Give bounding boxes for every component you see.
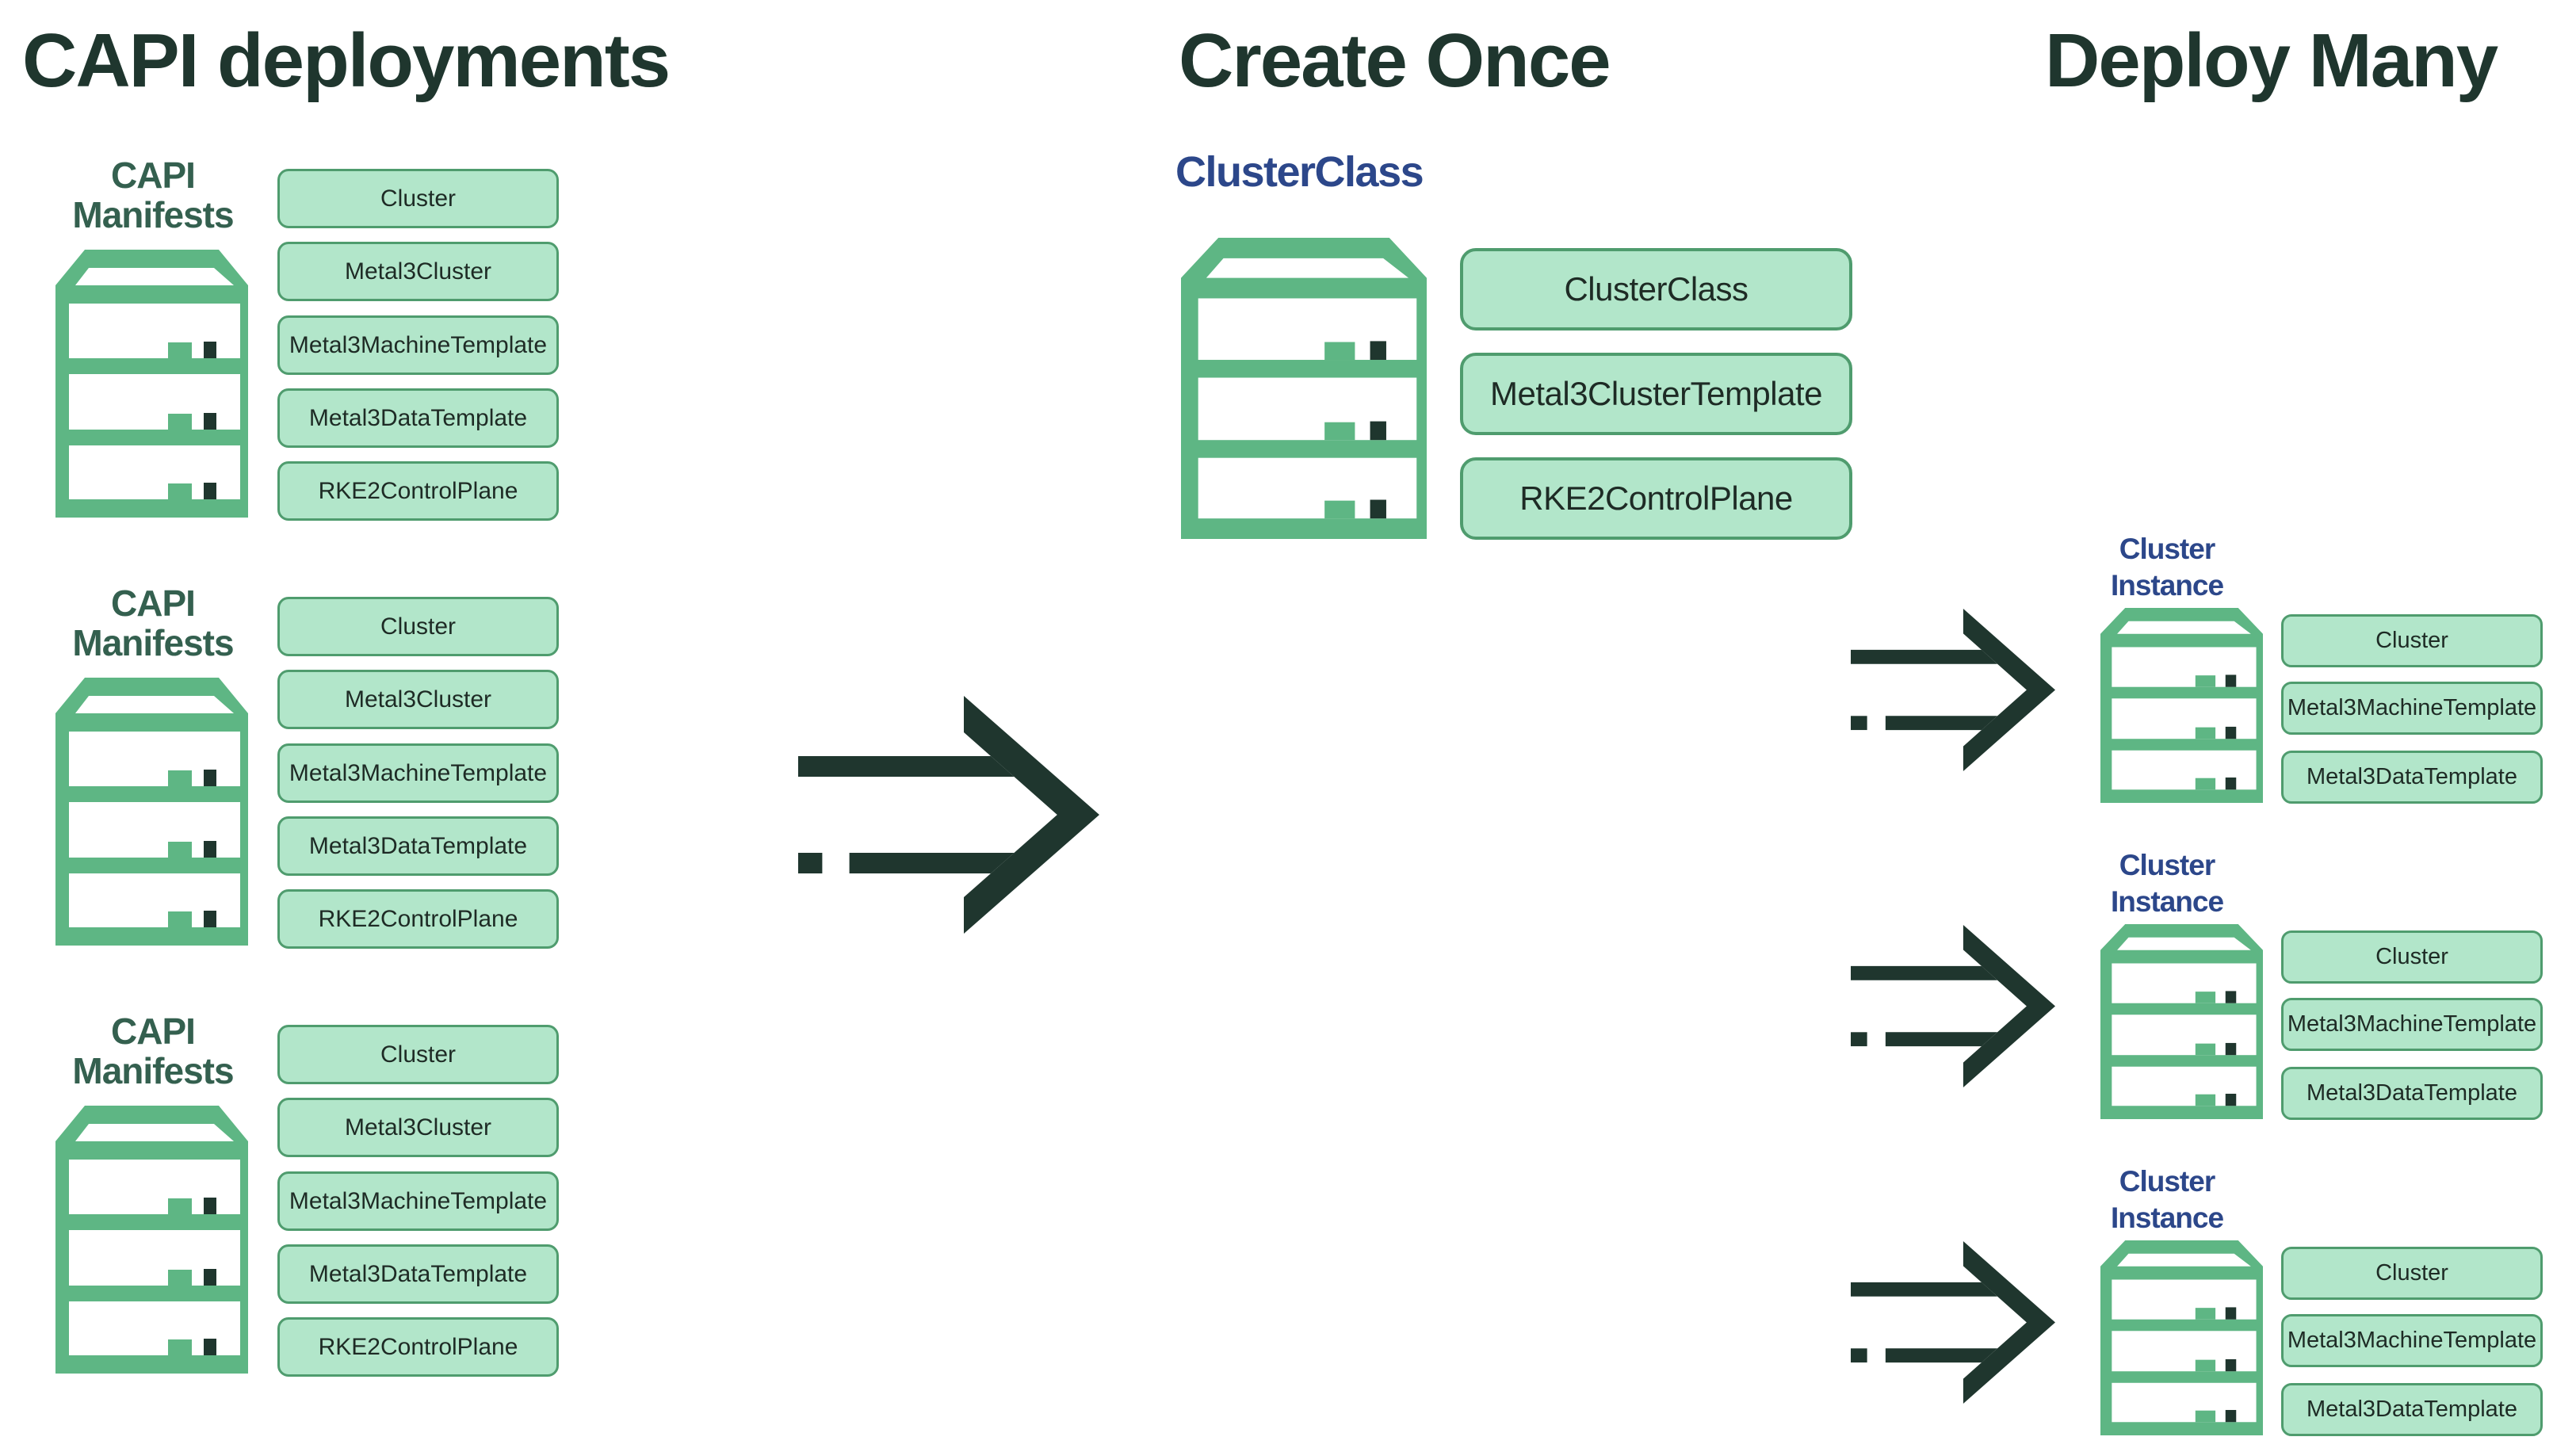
capi-manifests-label-line2: Manifests [72,622,234,663]
cluster-instance-label-line1: Cluster [2119,849,2215,881]
server-rack-icon [55,250,248,518]
server-rack-icon [2100,1240,2263,1435]
capi-manifests-label: CAPI Manifests [32,1011,274,1091]
resource-pill: Metal3DataTemplate [2281,1383,2543,1436]
resource-pill: Metal3Cluster [277,1098,559,1157]
server-rack-icon [2100,608,2263,803]
resource-pill: RKE2ControlPlane [1460,457,1852,540]
left-column-title: CAPI deployments [22,18,671,103]
resource-pill: Metal3MachineTemplate [277,1171,559,1231]
capi-manifests-label: CAPI Manifests [32,583,274,663]
resource-pill: ClusterClass [1460,248,1852,331]
capi-manifests-label-line1: CAPI [111,583,196,624]
resource-pill: Metal3ClusterTemplate [1460,353,1852,435]
resource-pill: RKE2ControlPlane [277,889,559,949]
cluster-instance-label: Cluster Instance [2048,1164,2286,1236]
cluster-instance-label-line2: Instance [2110,569,2224,602]
capi-manifests-label-line2: Manifests [72,194,234,235]
resource-pill: Metal3MachineTemplate [277,315,559,375]
cluster-instance-label-line2: Instance [2110,885,2224,918]
resource-pill: Metal3MachineTemplate [2281,1314,2543,1367]
capi-manifests-label: CAPI Manifests [32,155,274,235]
resource-pill: Metal3DataTemplate [2281,751,2543,804]
cluster-instance-label: Cluster Instance [2048,847,2286,920]
resource-pill: Metal3DataTemplate [277,816,559,876]
resource-pill: Metal3DataTemplate [2281,1067,2543,1120]
cluster-instance-label-line1: Cluster [2119,1165,2215,1198]
server-rack-icon [55,1106,248,1374]
server-rack-icon [2100,924,2263,1119]
resource-pill: Cluster [2281,1247,2543,1300]
capi-manifests-label-line1: CAPI [111,1011,196,1052]
resource-pill: Metal3MachineTemplate [2281,998,2543,1051]
right-column-title: Deploy Many [2045,18,2498,103]
resource-pill: Cluster [2281,930,2543,984]
clusterclass-heading: ClusterClass [1175,148,1424,196]
resource-pill: Cluster [277,1025,559,1084]
resource-pill: Cluster [277,597,559,656]
deploy-arrow-icon [1851,1241,2055,1404]
server-rack-icon [1181,238,1427,539]
middle-column-title: Create Once [1179,18,1611,103]
deploy-arrow-icon [1851,925,2055,1087]
resource-pill: Metal3MachineTemplate [2281,682,2543,735]
resource-pill: Metal3Cluster [277,242,559,301]
create-once-arrow-icon [798,696,1099,934]
server-rack-icon [55,678,248,946]
cluster-instance-label-line1: Cluster [2119,533,2215,565]
deploy-arrow-icon [1851,609,2055,771]
capi-manifests-label-line2: Manifests [72,1050,234,1091]
capi-manifests-label-line1: CAPI [111,155,196,196]
resource-pill: Metal3DataTemplate [277,1244,559,1304]
resource-pill: Cluster [277,169,559,228]
resource-pill: Metal3MachineTemplate [277,743,559,803]
resource-pill: Cluster [2281,614,2543,667]
resource-pill: RKE2ControlPlane [277,461,559,521]
cluster-instance-label-line2: Instance [2110,1202,2224,1234]
resource-pill: RKE2ControlPlane [277,1317,559,1377]
resource-pill: Metal3Cluster [277,670,559,729]
cluster-instance-label: Cluster Instance [2048,531,2286,604]
resource-pill: Metal3DataTemplate [277,388,559,448]
